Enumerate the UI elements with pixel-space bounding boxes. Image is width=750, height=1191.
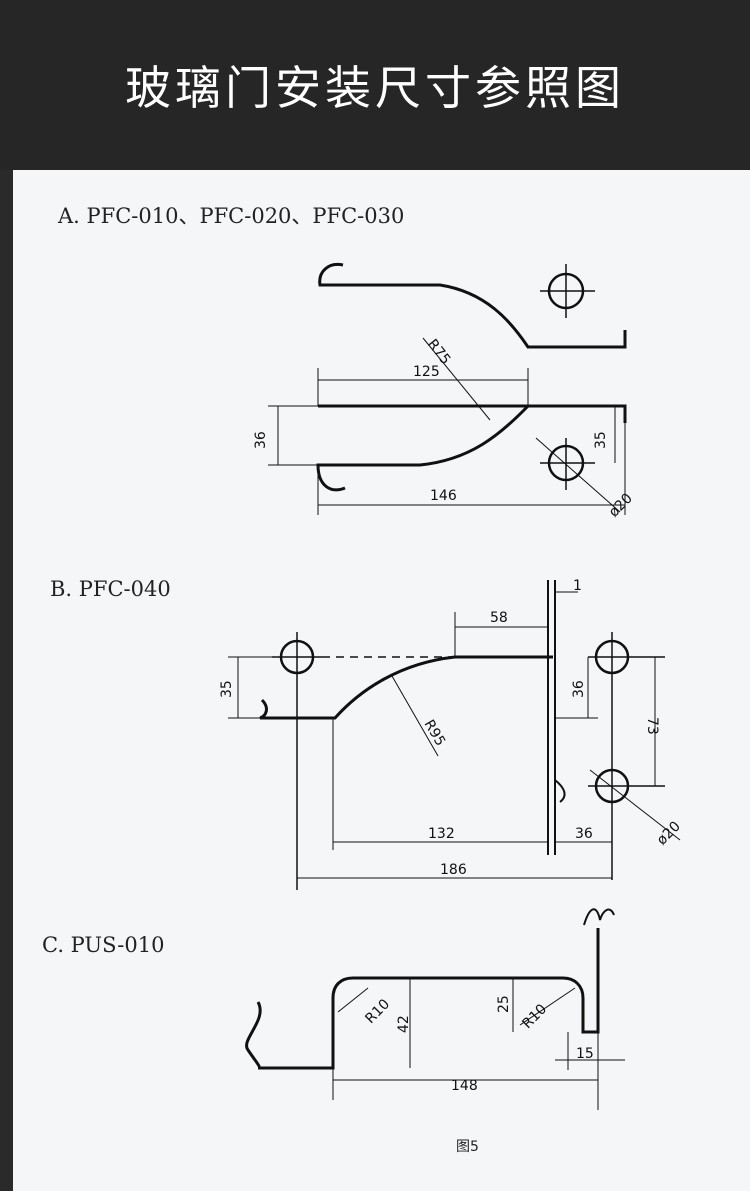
section-a-label: A. PFC-010、PFC-020、PFC-030 bbox=[58, 204, 405, 228]
c-dim-148: 148 bbox=[451, 1078, 478, 1094]
section-b-label: B. PFC-040 bbox=[50, 577, 171, 601]
c-dim-25: 25 bbox=[496, 995, 512, 1013]
c-dim-r10-right: R10 bbox=[519, 1001, 550, 1032]
section-c-label: C. PUS-010 bbox=[42, 933, 165, 957]
c-dim-r10-left: R10 bbox=[362, 996, 393, 1027]
a-dim-d20: ø20 bbox=[606, 491, 636, 521]
a-upper-outline bbox=[318, 262, 627, 349]
a-dim-146: 146 bbox=[430, 488, 457, 504]
a-lower-curve bbox=[316, 404, 530, 492]
a-dim-35: 35 bbox=[593, 431, 609, 449]
c-dim-15: 15 bbox=[576, 1046, 594, 1062]
b-dim-1: 1 bbox=[573, 578, 582, 594]
section-c-drawing: R10 42 25 R10 15 148 bbox=[245, 908, 625, 1110]
figure-caption: 图5 bbox=[456, 1139, 479, 1155]
c-dim-42: 42 bbox=[396, 1015, 412, 1033]
b-dim-36b: 36 bbox=[575, 826, 593, 842]
b-dim-36: 36 bbox=[571, 680, 587, 698]
b-dim-73: 73 bbox=[644, 717, 660, 735]
page-title: 玻璃门安装尺寸参照图 bbox=[125, 61, 625, 115]
section-b-drawing: 1 58 35 36 R95 73 132 36 ø20 186 bbox=[219, 578, 684, 890]
a-dim-125: 125 bbox=[413, 364, 440, 380]
header-bar: 玻璃门安装尺寸参照图 bbox=[0, 0, 750, 170]
b-dim-58: 58 bbox=[490, 610, 508, 626]
b-dim-35: 35 bbox=[219, 680, 235, 698]
b-dim-186: 186 bbox=[440, 862, 467, 878]
b-dim-132: 132 bbox=[428, 826, 455, 842]
section-a-drawing: 125 R75 36 35 146 ø20 bbox=[253, 262, 636, 521]
a-lower-top bbox=[318, 404, 627, 423]
a-dim-36: 36 bbox=[253, 431, 269, 449]
